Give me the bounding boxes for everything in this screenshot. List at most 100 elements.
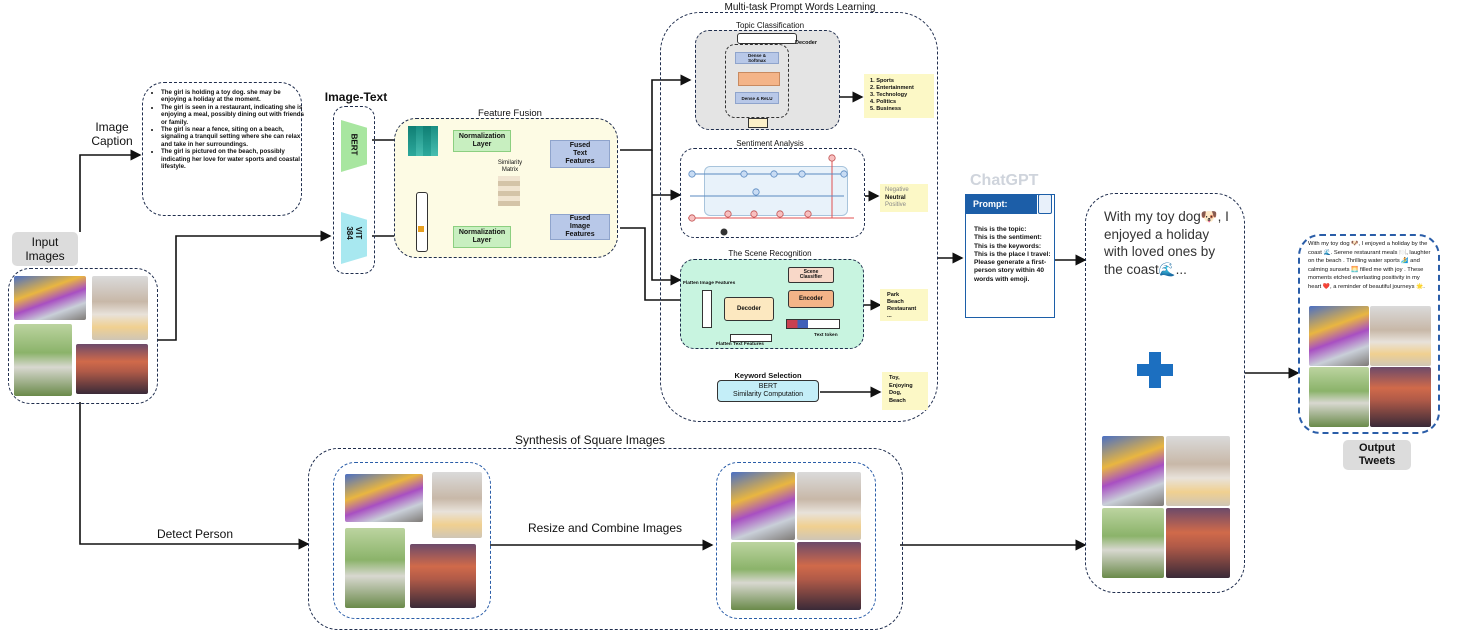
story-box [1085,193,1245,593]
flatten-image-vector [702,290,712,328]
output-label: Output Tweets [1343,440,1411,470]
topic-output-item: 2. Entertainment [870,85,914,91]
scene-decoder: Decoder [724,297,774,321]
image-text-box [333,106,375,274]
input-photo-beach [76,344,148,394]
topic-title: Topic Classification [735,21,805,30]
fused-text-features: Fused Text Features [550,140,610,168]
similarity-matrix-label: Similarity Matrix [497,160,523,173]
flatten-image-label: Flatten Image Features [683,281,736,286]
scene-outputs: Park Beach Restaurant ... [880,289,928,321]
sentiment-neutral: Neutral [885,194,906,201]
combined-photo-1 [1102,436,1164,506]
keyword-title: Keyword Selection [734,371,802,380]
output-text: With my toy dog 🐶, I enjoyed a holiday b… [1308,241,1431,290]
topic-output-item: 5. Business [870,106,902,112]
scene-encoder: Encoder [788,290,834,308]
combined-photo-2 [1166,436,1230,506]
scene-title: The Scene Recognition [728,249,812,258]
topic-output-item: 4. Politics [870,99,897,105]
input-photo-toy-dog [14,276,86,320]
bert-similarity-box: BERT Similarity Computation [717,380,819,402]
synthesis-photo-3 [345,528,405,608]
decoder-tokens [737,33,797,44]
flatten-text-tokens [730,334,772,342]
prompt-line: Please generate a first-person story wit… [974,259,1047,283]
topic-output-item: 1. Sports [870,78,894,84]
scene-output-item: Park [887,292,900,298]
image-feature-vector [416,192,428,252]
synthesis-title: Synthesis of Square Images [514,433,666,447]
scene-output-item: Beach [887,299,904,305]
synthesis-box [308,448,903,630]
bert-label: BERT [349,133,359,156]
topic-outputs: 1. Sports 2. Entertainment 3. Technology… [864,74,934,118]
normalization-layer-image: Normalization Layer [453,226,511,248]
multitask-title: Multi-task Prompt Words Learning [724,2,876,13]
caption-box: The girl is holding a toy dog. she may b… [142,82,305,216]
combined-photo-3 [1102,508,1164,578]
dense-relu-layer: Dense & ReLU [735,92,779,104]
square-photo-2 [797,472,861,540]
plus-icon-vertical [1149,352,1161,388]
synthesis-output-box [716,462,876,619]
input-photo-restaurant [92,276,148,340]
caption-item: The girl is holding a toy dog. she may b… [161,89,305,104]
input-photo-fence [14,324,72,396]
keyword-output-item: Beach [889,397,906,404]
fusion-title: Feature Fusion [478,108,542,119]
output-photo-3 [1309,367,1369,427]
prompt-line: This is the sentiment: [974,234,1042,242]
output-box [1298,234,1440,434]
output-photo-1 [1309,306,1369,366]
synthesis-input-box [333,462,491,619]
image-feature-highlight [418,226,424,232]
output-photo-4 [1370,367,1431,427]
image-text-title: Image-Text [324,90,388,104]
text-feature-grid [408,126,438,156]
combined-photo-4 [1166,508,1230,578]
topic-output-item: 3. Technology [870,92,908,98]
synthesis-photo-1 [345,474,423,522]
prompt-box [965,194,1055,318]
caption-list: The girl is holding a toy dog. she may b… [147,89,305,170]
input-images-group [8,268,158,404]
sentiment-outputs: Negative Neutral Positive [880,184,928,212]
multitask-box [660,12,938,422]
resize-label: Resize and Combine Images [527,521,683,535]
prompt-line: This is the place I travel: [974,250,1051,258]
synthesis-photo-4 [410,544,476,608]
caption-item: The girl is near a fence, siting on a be… [161,126,305,148]
sentiment-box [680,148,865,238]
sentiment-negative: Negative [885,187,909,193]
decoder-label: Decoder [795,40,818,46]
flatten-text-label: Flatten Text Features [716,342,764,347]
lstm-cells [688,154,854,236]
detect-person-label: Detect Person [156,527,234,541]
square-photo-4 [797,542,861,610]
scene-output-item: ... [887,313,892,319]
chatgpt-label: ChatGPT [970,172,1039,189]
story-text: With my toy dog🐶, I enjoyed a holiday wi… [1104,209,1229,277]
sentiment-title: Sentiment Analysis [736,139,804,148]
scene-classifier: Scene Classifier [788,267,834,283]
text-token-label: Text token [814,333,838,338]
keyword-output-item: Enjoying [889,382,913,389]
topic-middle-layer [738,72,780,86]
fused-image-features: Fused Image Features [550,214,610,240]
text-token-vector [786,319,840,329]
bert-encoder [341,120,367,172]
scene-output-item: Restaurant [887,306,917,312]
caption-item: The girl is seen in a restaurant, indica… [161,104,305,126]
similarity-matrix [498,176,520,206]
square-photo-1 [731,472,795,540]
prompt-header: Prompt: [965,194,1037,214]
dense-softmax-layer: Dense & Softmax [735,52,779,64]
keyword-output-item: Toy, [889,375,900,381]
caption-item: The girl is pictured on the beach, possi… [161,148,305,170]
prompt-line: This is the keywords: [974,242,1042,250]
sentiment-positive: Positive [885,202,907,208]
square-photo-3 [731,542,795,610]
clipboard-icon [1038,194,1052,214]
normalization-layer-text: Normalization Layer [453,130,511,152]
